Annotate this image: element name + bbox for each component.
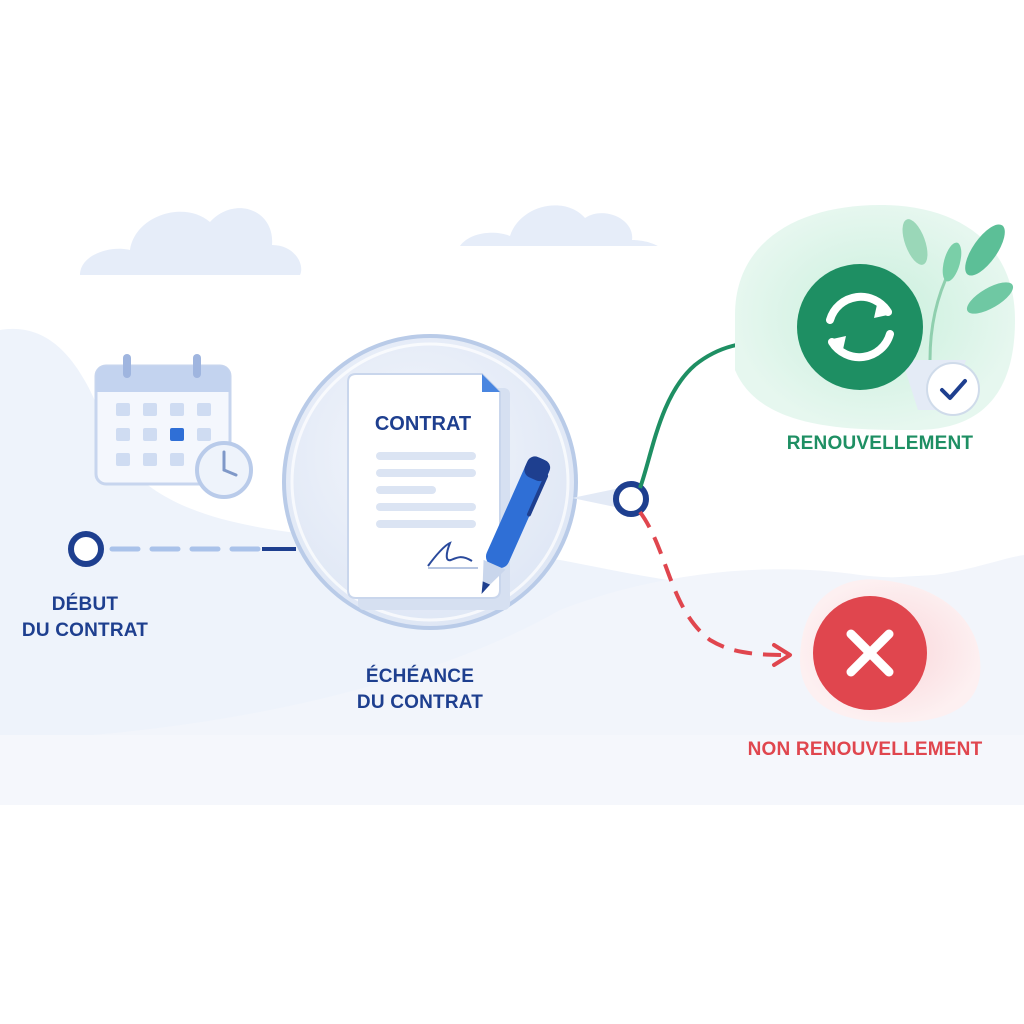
ground-band xyxy=(0,735,1024,805)
due-label-line2: DU CONTRAT xyxy=(356,691,484,713)
due-label: ÉCHÉANCE DU CONTRAT xyxy=(330,664,510,715)
cloud-left xyxy=(80,208,302,275)
renewal-label: RENOUVELLEMENT xyxy=(786,433,974,454)
pen-icon xyxy=(481,456,551,594)
signature-line xyxy=(427,541,473,567)
branch-node xyxy=(613,481,649,517)
cloud-right xyxy=(460,205,658,246)
due-label-line1: ÉCHÉANCE xyxy=(365,666,475,687)
close-x-icon xyxy=(813,596,927,710)
start-label-line1: DÉBUT xyxy=(51,594,119,615)
contract-document-icon xyxy=(347,373,510,610)
clock-icon xyxy=(195,441,253,499)
non-renewal-label: NON RENOUVELLEMENT xyxy=(747,739,983,760)
start-node xyxy=(68,531,104,567)
document-title: CONTRAT xyxy=(375,413,471,435)
calendar-icon xyxy=(94,354,232,486)
check-icon xyxy=(926,362,980,416)
start-label-line2: DU CONTRAT xyxy=(21,619,149,641)
connector-lens-to-branch xyxy=(572,488,620,508)
non-renewal-arrow-head xyxy=(772,643,792,667)
start-label: DÉBUT DU CONTRAT xyxy=(20,592,150,643)
refresh-icon xyxy=(797,264,923,390)
non-renewal-path xyxy=(638,510,789,657)
